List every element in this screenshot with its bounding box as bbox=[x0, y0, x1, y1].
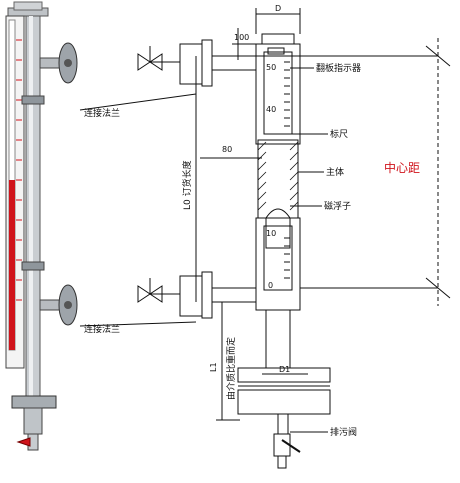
label-dim-100: 100 bbox=[234, 33, 249, 42]
lower-flange bbox=[201, 271, 213, 319]
label-scale: 标尺 bbox=[330, 128, 348, 140]
drain-pipe bbox=[277, 413, 289, 435]
label-drain-valve: 排污阀 bbox=[330, 426, 357, 438]
upper-valve-left bbox=[137, 53, 151, 71]
label-magnetic-float: 磁浮子 bbox=[324, 200, 351, 212]
lower-valve-right bbox=[149, 285, 163, 303]
bottom-flange-upper bbox=[237, 367, 331, 383]
gauge-photo bbox=[5, 1, 78, 451]
label-dim-l1-note: 由介质比重而定 bbox=[225, 337, 237, 400]
label-dim-l0: L0 订货长度 bbox=[181, 160, 193, 210]
indicator-scale-ticks bbox=[284, 61, 290, 127]
label-main-body: 主体 bbox=[326, 166, 344, 178]
lower-valve-left bbox=[137, 285, 151, 303]
label-connect-flange-top: 连接法兰 bbox=[84, 107, 120, 119]
photo-top-plug bbox=[13, 1, 43, 11]
drain-outlet bbox=[277, 455, 287, 469]
upper-mating-flange bbox=[179, 43, 203, 85]
lower-body bbox=[255, 217, 301, 311]
scale-mark-top: 50 bbox=[266, 63, 276, 72]
bottom-flange-lower bbox=[237, 389, 331, 415]
leader-flange-top bbox=[79, 93, 197, 111]
scale-mark-lower: 10 bbox=[266, 229, 276, 238]
drain-valve-handle bbox=[281, 439, 301, 453]
center-tick-bottom bbox=[425, 277, 451, 299]
lower-mating-flange bbox=[179, 275, 203, 317]
label-dim-d: D bbox=[275, 4, 281, 13]
indicator-logo bbox=[267, 47, 285, 55]
photo-upper-flange-bore bbox=[64, 59, 72, 67]
top-cap bbox=[261, 33, 295, 45]
lower-scale-ticks bbox=[284, 237, 290, 279]
label-center-distance: 中心距 bbox=[384, 160, 420, 175]
label-dim-l1: L1 bbox=[209, 362, 218, 372]
photo-bottom-flange bbox=[11, 395, 57, 409]
scale-mark-upper: 40 bbox=[266, 105, 276, 114]
photo-clamp-2 bbox=[21, 261, 45, 271]
photo-pipe-highlight bbox=[29, 16, 33, 400]
label-dim-d1: D1 bbox=[279, 365, 290, 374]
drain-valve-body bbox=[273, 433, 291, 457]
main-body-hatch bbox=[257, 141, 299, 211]
label-dim-80: 80 bbox=[222, 145, 232, 154]
photo-flip-scale bbox=[8, 19, 22, 351]
label-connect-flange-bottom: 连接法兰 bbox=[84, 323, 120, 335]
upper-flange bbox=[201, 39, 213, 87]
photo-drain-body bbox=[23, 407, 43, 435]
label-flip-indicator: 翻板指示器 bbox=[316, 62, 361, 74]
photo-clamp-1 bbox=[21, 95, 45, 105]
schematic bbox=[79, 8, 451, 469]
photo-drain-handle bbox=[16, 437, 31, 447]
lower-column bbox=[265, 309, 291, 369]
indicator-window bbox=[263, 51, 293, 135]
magnetic-float bbox=[265, 208, 291, 249]
photo-lower-flange-bore bbox=[64, 301, 72, 309]
leader-flange-bottom bbox=[79, 321, 197, 327]
lower-indicator-window bbox=[263, 225, 293, 291]
upper-valve-right bbox=[149, 53, 163, 71]
scale-mark-bottom: 0 bbox=[268, 281, 273, 290]
upper-body bbox=[255, 43, 301, 145]
